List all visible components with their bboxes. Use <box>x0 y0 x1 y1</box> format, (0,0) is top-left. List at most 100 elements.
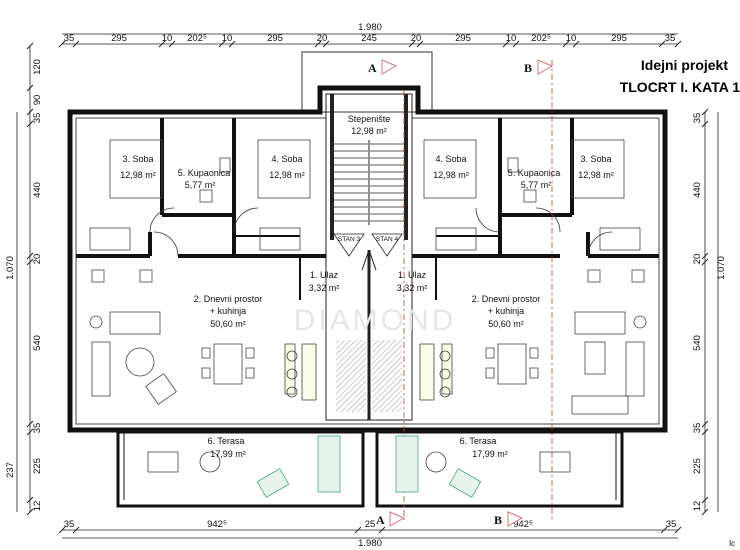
right-dimension-6: 12 <box>692 501 703 512</box>
room-right-dnevni-area: 50,60 m² <box>488 319 524 329</box>
right-dimension-chain: 35 440 20 540 35 225 12 <box>692 108 709 516</box>
dimension-tick <box>158 40 166 48</box>
exterior-walls <box>67 85 668 433</box>
top-dimension-2: 10 <box>162 33 173 44</box>
dimension-tick <box>562 40 570 48</box>
dimension-tick <box>58 526 66 534</box>
room-left-terasa-area: 17,99 m² <box>210 449 246 459</box>
left-dimension-8: 12 <box>32 501 43 512</box>
left-total-upper: 1.070 <box>5 256 16 280</box>
top-dimension-3: 202⁵ <box>187 33 207 44</box>
room-right-terasa-area: 17,99 m² <box>472 449 508 459</box>
top-dimension-1: 295 <box>111 33 127 44</box>
room-left-dnevni-name: 2. Dnevni prostor <box>194 294 263 304</box>
dimension-tick <box>72 526 80 534</box>
right-dimension-5: 225 <box>692 458 703 474</box>
room-left-ulaz-name: 1. Ulaz <box>310 270 339 280</box>
dimension-tick <box>26 84 34 92</box>
dimension-tick <box>572 40 580 48</box>
dimension-tick <box>701 108 709 116</box>
project-label: Idejni projekt <box>641 57 728 73</box>
dimension-tick <box>701 496 709 504</box>
stan-markers: STAN 3 STAN 4 <box>333 233 403 257</box>
dimension-tick <box>26 428 34 436</box>
right-dimension-1: 440 <box>692 182 703 198</box>
top-dimension-10: 10 <box>506 33 517 44</box>
dimension-tick <box>660 526 668 534</box>
room-labels: 3. Soba 12,98 m² 5. Kupaonica 5,77 m² 4.… <box>120 114 614 459</box>
right-dimension-line <box>704 112 719 512</box>
dimension-tick <box>228 40 236 48</box>
dimension-tick <box>378 526 386 534</box>
top-dimension-0: 35 <box>64 33 75 44</box>
room-left-dnevni-area: 50,60 m² <box>210 319 246 329</box>
dimension-tick <box>674 40 682 48</box>
dimension-tick <box>26 120 34 128</box>
top-dimension-14: 35 <box>665 33 676 44</box>
top-dimension-6: 20 <box>317 33 328 44</box>
dimension-tick <box>701 508 709 516</box>
wet-area-hatching <box>336 340 402 412</box>
room-left-kupaonica-name: 5. Kupaonica <box>178 168 231 178</box>
dimension-tick <box>26 42 34 50</box>
dimension-tick <box>58 40 66 48</box>
bottom-total-dimension: 1.980 <box>358 538 382 549</box>
left-dimension-0: 120 <box>32 59 43 75</box>
right-total-dimension: 1.070 <box>716 256 727 280</box>
dimension-tick <box>218 40 226 48</box>
living-furniture <box>89 269 647 415</box>
dimension-tick <box>72 40 80 48</box>
top-dimension-4: 10 <box>222 33 233 44</box>
bottom-dimension-2: 25 <box>365 519 376 530</box>
room-right-kupaonica-name: 5. Kupaonica <box>508 168 561 178</box>
top-dimension-5: 295 <box>267 33 283 44</box>
section-b-top: B <box>524 61 532 75</box>
bottom-dimension-3: 942⁵ <box>513 519 533 530</box>
room-left-dnevni-name2: + kuhinja <box>210 306 246 316</box>
dimension-tick <box>26 258 34 266</box>
room-stair-area: 12,98 m² <box>351 126 387 136</box>
room-stair-name: Stepenište <box>348 114 391 124</box>
right-dimension-3: 540 <box>692 335 703 351</box>
room-right-soba4-name: 4. Soba <box>435 154 466 164</box>
section-lines <box>403 60 553 520</box>
room-right-soba3-name: 3. Soba <box>580 154 611 164</box>
top-dimension-13: 295 <box>611 33 627 44</box>
left-dimension-3: 440 <box>32 182 43 198</box>
bathroom-fixtures <box>199 157 537 203</box>
top-dimension-11: 202⁵ <box>531 33 551 44</box>
bottom-dimension-line <box>62 529 678 539</box>
dimension-tick <box>26 252 34 260</box>
left-dimension-6: 35 <box>32 423 43 434</box>
bottom-dimension-0: 35 <box>64 519 75 530</box>
top-total-dimension: 1.980 <box>358 22 382 33</box>
terrace-furniture <box>147 435 571 498</box>
floor-title: TLOCRT I. KATA 1 <box>620 79 740 95</box>
beds <box>89 139 641 251</box>
top-dimension-8: 20 <box>411 33 422 44</box>
room-right-ulaz-name: 1. Ulaz <box>398 270 427 280</box>
dimension-tick <box>26 108 34 116</box>
room-left-kupaonica-area: 5,77 m² <box>185 180 216 190</box>
right-dimension-4: 35 <box>692 423 703 434</box>
right-dimension-2: 20 <box>692 254 703 265</box>
dimension-tick <box>314 40 322 48</box>
dimension-tick <box>26 508 34 516</box>
stan-4-label: STAN 4 <box>376 236 399 243</box>
room-left-soba3-area: 12,98 m² <box>120 170 156 180</box>
dimension-tick <box>502 40 510 48</box>
roof-projection <box>301 51 433 113</box>
section-a-top: A <box>368 61 377 75</box>
section-b-bottom: B <box>494 513 502 527</box>
room-left-soba4-name: 4. Soba <box>271 154 302 164</box>
stan-3-label: STAN 3 <box>338 236 361 243</box>
dimension-tick <box>701 258 709 266</box>
right-dimension-0: 35 <box>692 113 703 124</box>
section-a-bottom: A <box>376 513 385 527</box>
dimension-tick <box>322 40 330 48</box>
room-right-ulaz-area: 3,32 m² <box>397 283 428 293</box>
room-right-dnevni-name2: + kuhinja <box>488 306 524 316</box>
dimension-tick <box>658 40 666 48</box>
left-dimension-7: 225 <box>32 458 43 474</box>
